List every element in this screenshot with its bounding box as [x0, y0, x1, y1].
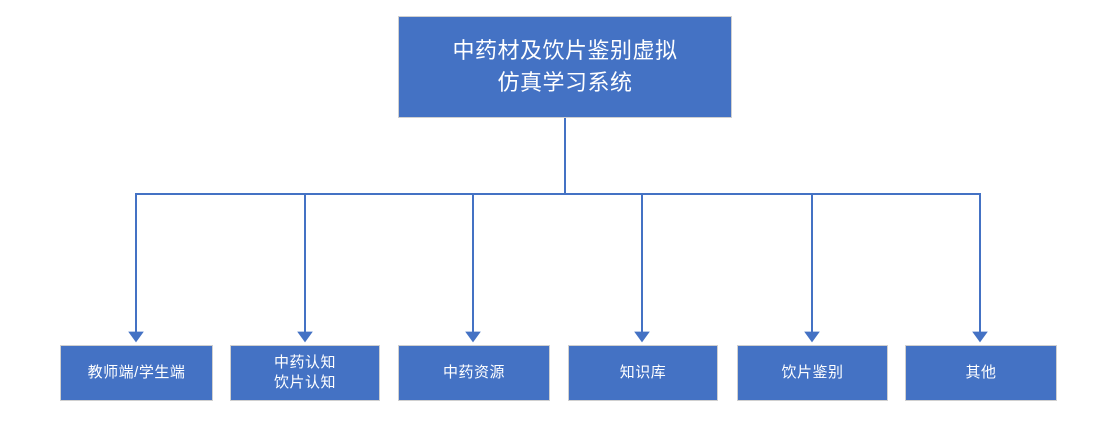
root-node-label: 中药材及饮片鉴别虚拟 仿真学习系统 — [452, 38, 678, 95]
leaf-node-label: 饮片鉴别 — [781, 364, 844, 382]
leaf-node-other[interactable]: 其他 — [905, 345, 1057, 401]
leaf-node-herb-resources[interactable]: 中药资源 — [398, 345, 550, 401]
leaf-node-slice-identification[interactable]: 饮片鉴别 — [737, 345, 888, 401]
leaf-node-knowledge-base[interactable]: 知识库 — [568, 345, 718, 401]
leaf-node-label: 教师端/学生端 — [87, 364, 186, 382]
leaf-node-label: 中药认知 饮片认知 — [273, 354, 336, 391]
leaf-node-herb-slice-cognition[interactable]: 中药认知 饮片认知 — [230, 345, 380, 401]
leaf-node-label: 知识库 — [619, 364, 667, 382]
root-node-system-title[interactable]: 中药材及饮片鉴别虚拟 仿真学习系统 — [398, 16, 732, 118]
leaf-node-label: 其他 — [965, 364, 997, 382]
leaf-node-label: 中药资源 — [442, 364, 505, 382]
leaf-node-teacher-student[interactable]: 教师端/学生端 — [60, 345, 213, 401]
